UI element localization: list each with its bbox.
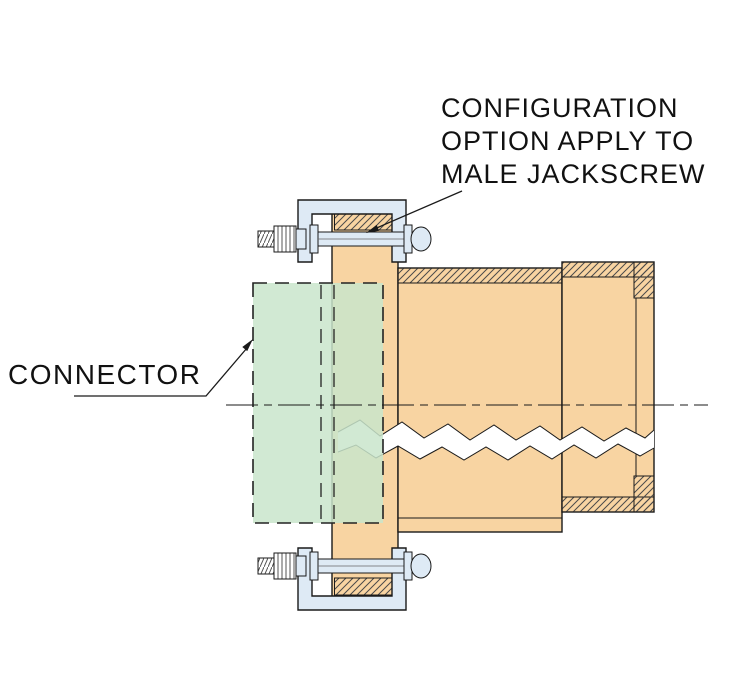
jackscrew-collar bbox=[295, 228, 307, 250]
top-jackscrew bbox=[257, 224, 432, 254]
flange-bottom-hatch-band bbox=[334, 577, 396, 596]
leader-arrow-connector bbox=[242, 339, 253, 352]
leader-arrow-configuration bbox=[366, 224, 380, 233]
bottom-jackscrew-bracket bbox=[297, 547, 407, 611]
leader-line-configuration bbox=[371, 190, 463, 231]
connector-body-end bbox=[561, 261, 655, 513]
break-gap bbox=[338, 420, 654, 460]
jackscrew-left-washer bbox=[309, 551, 319, 581]
configuration-note-line: CONFIGURATION bbox=[441, 93, 679, 123]
jackscrew-knurled-knob bbox=[273, 225, 297, 253]
connector-label: CONNECTOR bbox=[8, 359, 202, 390]
connector-highlight-border bbox=[252, 282, 384, 524]
jackscrew-thread-tip bbox=[257, 557, 275, 575]
break-line-top bbox=[337, 419, 655, 442]
leader-line-connector bbox=[74, 347, 248, 397]
end-top-lip bbox=[633, 261, 655, 299]
jackscrew-retainer bbox=[410, 226, 432, 252]
configuration-note: CONFIGURATION OPTION APPLY TO MALE JACKS… bbox=[441, 92, 706, 191]
configuration-note-line: OPTION APPLY TO bbox=[441, 126, 695, 156]
jackscrew-left-washer bbox=[309, 224, 319, 254]
jackscrew-retainer bbox=[410, 553, 432, 579]
bottom-jackscrew bbox=[257, 551, 432, 581]
configuration-note-line: MALE JACKSCREW bbox=[441, 159, 706, 189]
break-line-bottom bbox=[337, 443, 655, 461]
body-top-hatch-band bbox=[397, 267, 563, 284]
jackscrew-collar bbox=[295, 555, 307, 577]
connector-body bbox=[397, 267, 563, 533]
top-jackscrew-bracket bbox=[297, 199, 407, 263]
jackscrew-knurled-knob bbox=[273, 552, 297, 580]
end-bottom-lip bbox=[633, 475, 655, 513]
connector-highlight-panel bbox=[253, 283, 383, 523]
jackscrew-thread-tip bbox=[257, 230, 275, 248]
